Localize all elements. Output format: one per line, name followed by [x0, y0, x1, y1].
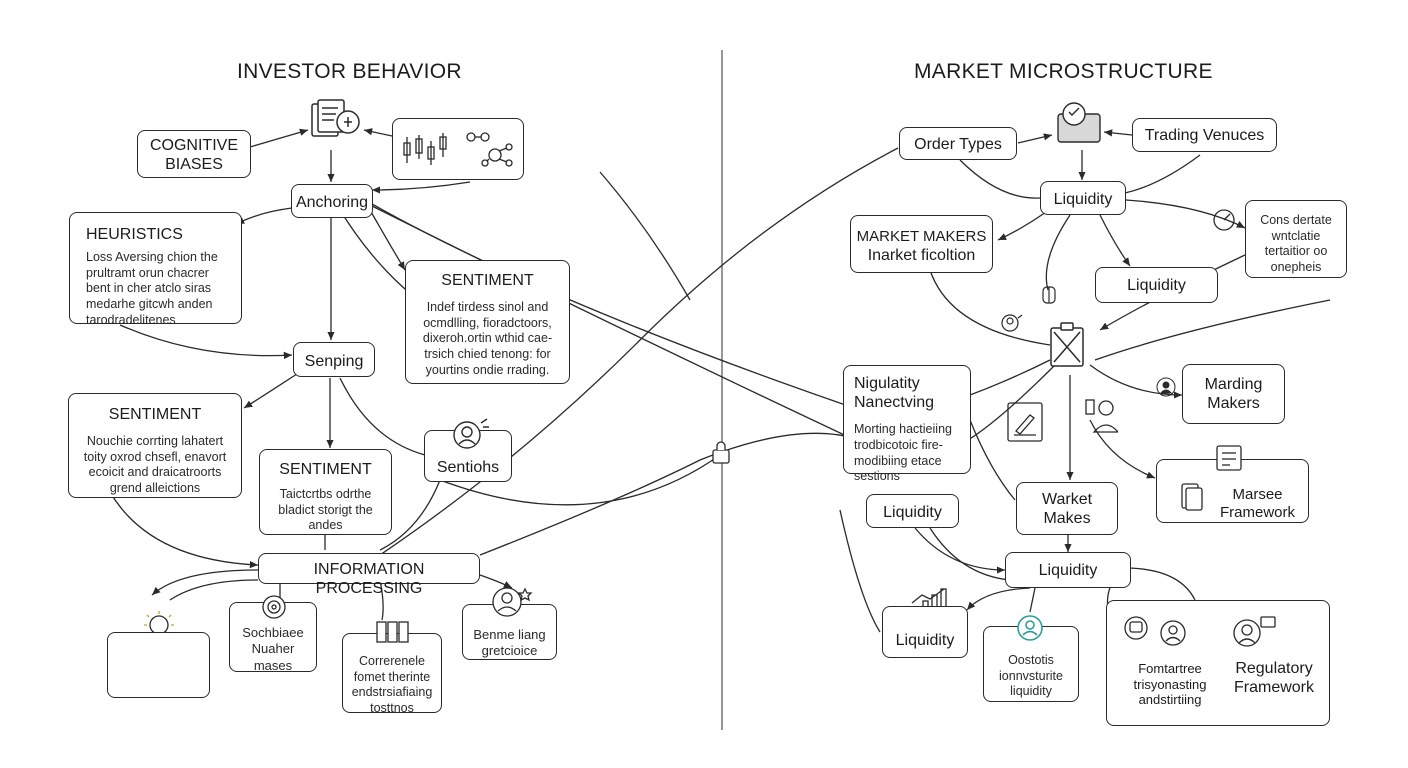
person-icon — [998, 312, 1026, 334]
warket-makes-node: Warket Makes — [1016, 482, 1118, 535]
market-makers-node: MARKET MAKERS Inarket ficoltion — [850, 215, 993, 273]
regulatory-framework-node: Fomtartree trisyonasting andstirtiing Re… — [1106, 600, 1330, 726]
sentiment-node-a: SENTIMENT Indef tirdess sinol and ocmdll… — [405, 260, 570, 384]
corrernele-node: Correrenele fomet therinte endstrsiafiai… — [342, 621, 442, 715]
marding-makers-node: Marding Makers — [1182, 364, 1285, 424]
target-icon — [260, 593, 288, 621]
document-icon — [1215, 444, 1247, 474]
liquidity-node-left: Liquidity — [866, 494, 959, 528]
chednasting-node — [107, 632, 210, 698]
server-icon — [375, 620, 411, 646]
cognitive-biases-node: COGNITIVE BIASES — [137, 130, 251, 178]
liquidity-node-top: Liquidity — [1040, 181, 1126, 215]
trading-venues-node: Trading Venuces — [1132, 118, 1277, 152]
anchoring-node: Anchoring — [291, 184, 373, 218]
information-processing-node: INFORMATION PROCESSING — [258, 553, 480, 597]
head-icon — [1121, 613, 1193, 651]
chat-bubble-icon — [1054, 100, 1104, 152]
sentiohs-node: Sentiohs — [424, 418, 512, 482]
chart-network-card — [392, 118, 524, 180]
sentiment-node-c: SENTIMENT Taictcrtbs odrthe bladict stor… — [259, 449, 392, 535]
nigulatity-node: Nigulatity Nanectving Morting hactieiing… — [843, 365, 971, 483]
cons-note-node: Cons dertate wntclatie tertaitior oo one… — [1245, 200, 1347, 278]
pen-chart-icon — [1006, 401, 1046, 443]
heuristics-node: HEURISTICS Loss Aversing chion the prult… — [69, 212, 242, 327]
benrne-node: Benme liang gretcioice — [462, 587, 557, 660]
cross-box-icon — [1048, 322, 1088, 370]
user-icon — [1084, 398, 1118, 436]
person-star-icon — [489, 585, 533, 619]
liquidity-node-center: Liquidity — [1005, 552, 1131, 588]
building-icon — [1040, 284, 1058, 306]
person-badge-icon — [1015, 613, 1045, 643]
senping-node: Senping — [293, 342, 375, 377]
gauge-icon — [1210, 206, 1240, 234]
marsee-framework-node: Marsee Framework — [1156, 445, 1309, 523]
tablet-icon — [1179, 482, 1205, 512]
sentiment-node-b: SENTIMENT Nouchie corrting lahatert toit… — [68, 393, 242, 498]
person-badge-icon — [1231, 615, 1279, 655]
head-icon — [447, 417, 491, 455]
liquidity-node-mid: Liquidity — [1095, 267, 1218, 303]
network-icon — [463, 129, 517, 169]
documents-icon — [308, 98, 364, 148]
market-microstructure-title: MARKET MICROSTRUCTURE — [914, 60, 1213, 83]
order-types-node: Order Types — [899, 127, 1017, 160]
sochbiaee-node: Sochbiaee Nuaher mases — [229, 595, 317, 673]
padlock-icon — [709, 438, 733, 466]
investor-behavior-title: INVESTOR BEHAVIOR — [237, 60, 462, 83]
candlestick-chart-icon — [401, 131, 457, 167]
oostotis-node: Oostotis ionnvsturite liquidity — [983, 615, 1079, 702]
liquidity-node-bottom: Liquidity — [882, 606, 968, 658]
profile-icon — [1156, 377, 1176, 397]
